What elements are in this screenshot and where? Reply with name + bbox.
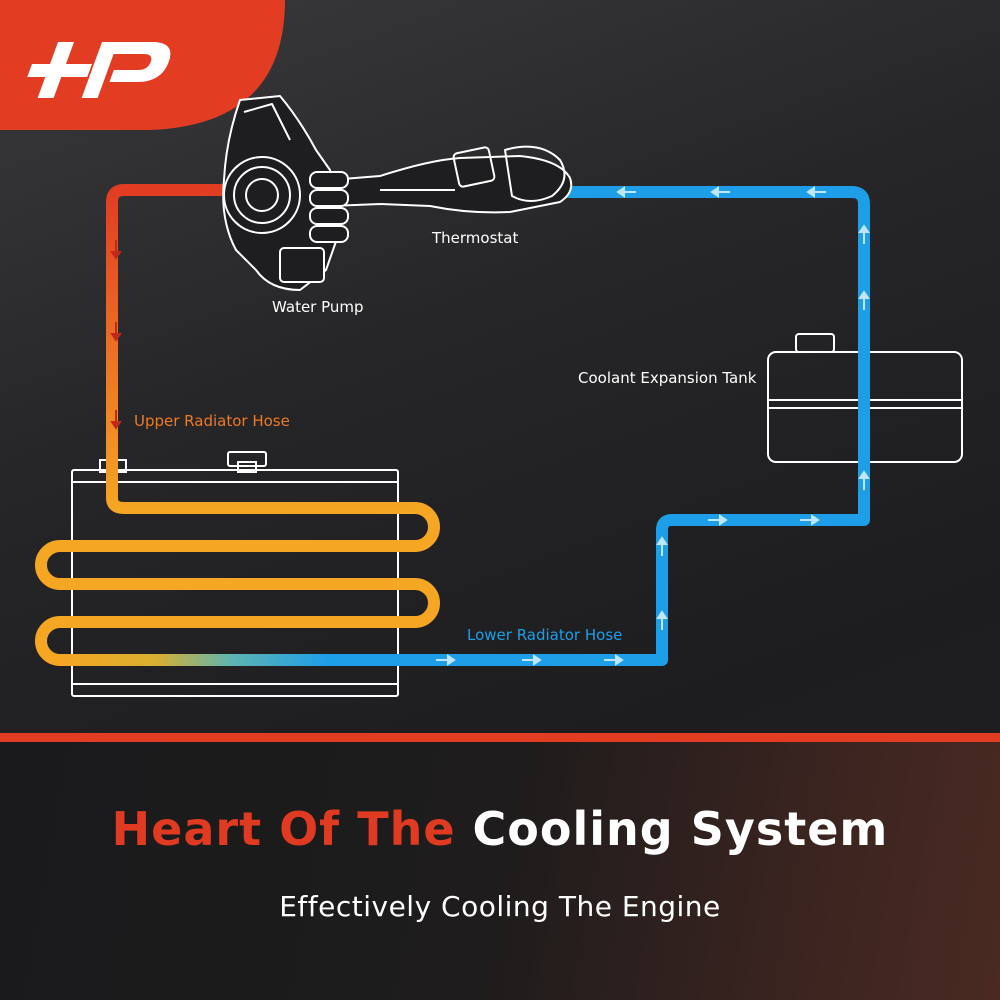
hot-flow-arrows [110, 184, 196, 430]
arrow-up-icon [858, 290, 870, 310]
coolant-tank-label: Coolant Expansion Tank [578, 369, 757, 387]
return-hose [440, 186, 870, 666]
thermostat-label: Thermostat [432, 229, 519, 247]
cool-flow-arrows [436, 186, 870, 666]
arrow-up-icon [656, 536, 668, 556]
arrow-up-icon [858, 224, 870, 244]
arrow-right-icon [436, 654, 456, 666]
arrow-up-icon [656, 610, 668, 630]
arrow-right-icon [800, 514, 820, 526]
app-logo [0, 0, 285, 130]
caption-panel [0, 733, 1000, 1000]
subtitle: Effectively Cooling The Engine [279, 890, 721, 923]
logo-badge-shape [0, 0, 285, 130]
arrow-left-icon [710, 186, 730, 198]
headline-accent: Heart Of The [111, 802, 456, 856]
divider-line [0, 733, 1000, 742]
upper-radiator-hose [106, 184, 415, 514]
radiator-coil [35, 502, 440, 666]
arrow-right-icon [708, 514, 728, 526]
water-pump-label: Water Pump [272, 298, 364, 316]
cooling-system-diagram [0, 0, 963, 697]
arrow-left-icon [806, 186, 826, 198]
headline-main: Cooling System [472, 802, 889, 856]
arrow-down-icon [110, 322, 122, 342]
arrow-left-icon [616, 186, 636, 198]
arrow-down-icon [110, 240, 122, 260]
arrow-right-icon [604, 654, 624, 666]
water-pump-illustration [222, 95, 349, 291]
headline: Heart Of The Cooling System [0, 802, 1000, 856]
arrow-up-icon [858, 470, 870, 490]
arrow-down-icon [110, 410, 122, 430]
upper-hose-label: Upper Radiator Hose [134, 412, 290, 430]
app-logo-icon [27, 42, 171, 98]
arrow-right-icon [522, 654, 542, 666]
thermostat-illustration [329, 145, 573, 214]
arrow-left-icon [180, 184, 196, 196]
lower-hose-label: Lower Radiator Hose [467, 626, 623, 644]
